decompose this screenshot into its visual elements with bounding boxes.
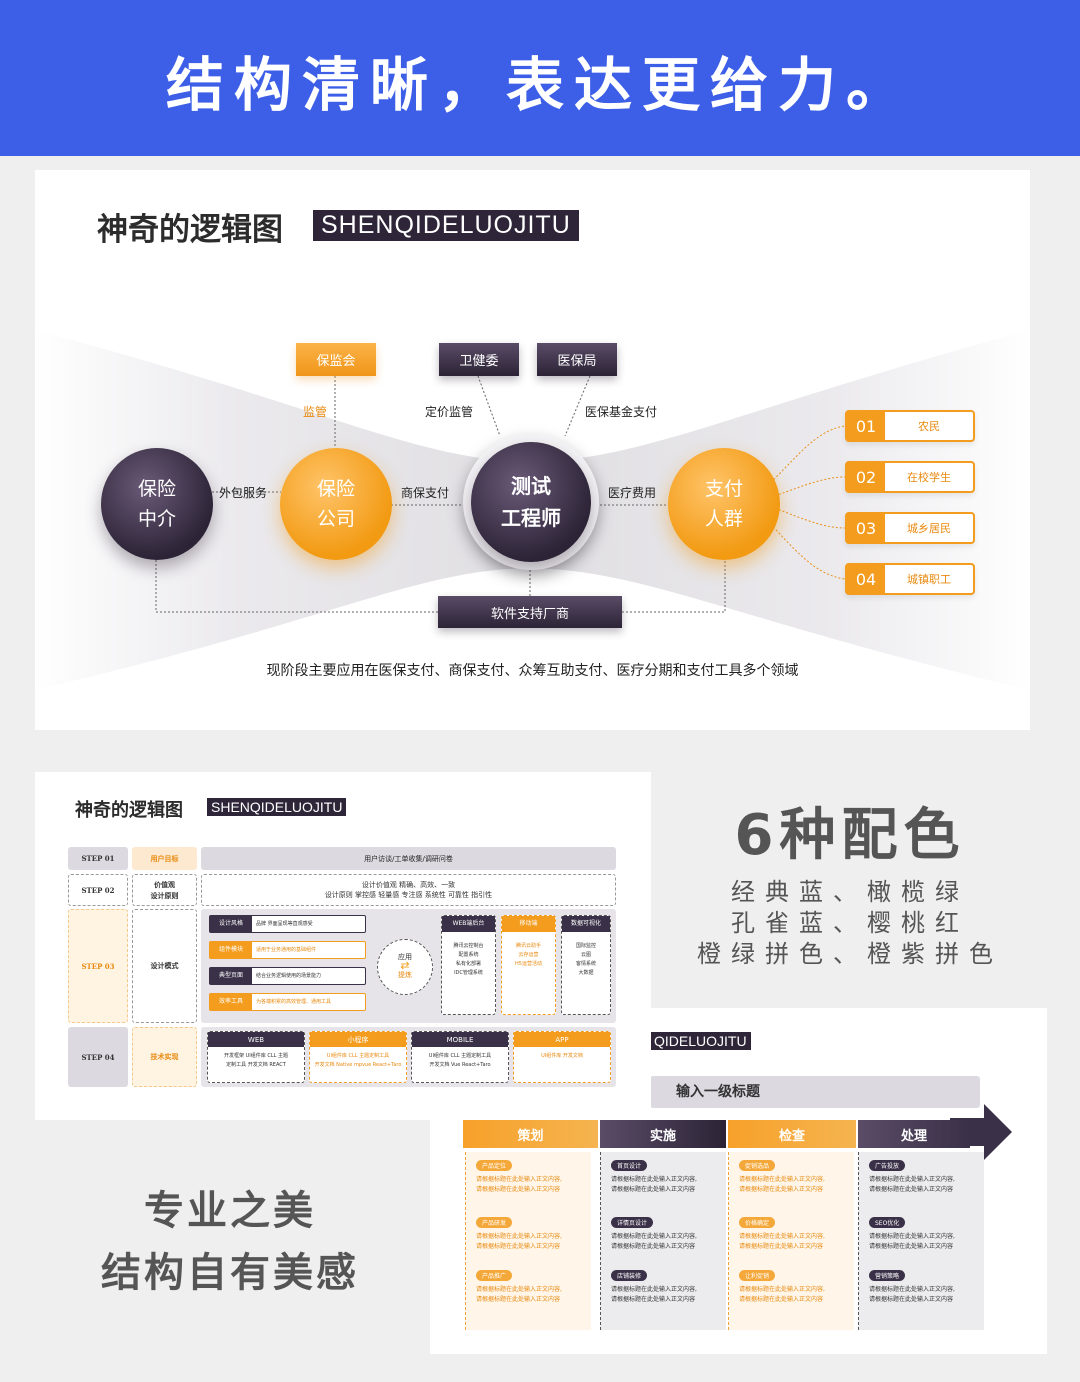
col-dataviz: 数据可视化 国际监控云图客情系统大数据 xyxy=(561,915,611,1015)
pattern-component: 组件模块适用于业务通用的基础组件 xyxy=(209,941,366,959)
phase-do: 实施 xyxy=(600,1120,726,1148)
edge-label-commercial: 商保支付 xyxy=(401,486,450,500)
health-commission-box: 卫健委 xyxy=(439,343,519,376)
tagline-line-1: 专业之美 xyxy=(144,1188,316,1234)
payer-circle: 支付人群 xyxy=(668,448,780,560)
intermediary-circle: 保险中介 xyxy=(101,448,213,560)
edge-label-fund: 医保基金支付 xyxy=(585,405,658,419)
step03-tag: STEP 03 xyxy=(68,909,128,1023)
phase-act-column: 广告投放 请根据标题在此处输入正文内容,请根据标题在此处输入正文内容 SEO优化… xyxy=(858,1152,984,1330)
edge-label-outsource: 外包服务 xyxy=(219,486,268,500)
logic-diagram-slide: 神奇的逻辑图 SHENQIDELUOJITU 保监会 卫健委 医保局 监管 定价… xyxy=(35,170,1030,730)
phase-plan-column: 产品定位 请根据标题在此处输入正文内容,请根据标题在此处输入正文内容 产品研发 … xyxy=(465,1152,591,1330)
platform-app: APP UI组件库 开发文档 xyxy=(513,1031,611,1083)
step04-label: 技术实现 xyxy=(132,1027,197,1087)
top-banner xyxy=(0,0,1080,156)
edge-label-medical-fee: 医疗费用 xyxy=(608,486,657,500)
level1-heading: 输入一级标题 xyxy=(650,1076,980,1108)
tagline-line-2: 结构自有美感 xyxy=(101,1250,359,1296)
insurer-circle: 保险公司 xyxy=(280,448,392,560)
step01-label: 用户目标 xyxy=(132,847,197,870)
platform-web: WEB 开发框架 UI组件库 CLL 主题定制工具 开发文档 REACT xyxy=(207,1031,305,1083)
color-line-2: 孔雀蓝、樱桃红 xyxy=(731,909,969,937)
phase-check-column: 促销选品 请根据标题在此处输入正文内容,请根据标题在此处输入正文内容 价格确定 … xyxy=(728,1152,854,1330)
software-vendor-box: 软件支持厂商 xyxy=(438,596,622,628)
edge-label-supervise: 监管 xyxy=(303,405,328,419)
step01-content: 用户访谈/工单收集/调研问卷 xyxy=(201,847,616,870)
color-line-3: 橙绿拼色、橙紫拼色 xyxy=(697,940,1003,968)
phase-plan: 策划 xyxy=(463,1120,598,1148)
edge-label-pricing: 定价监管 xyxy=(425,405,474,419)
apply-refine-circle: 应用 ⇄ 提炼 xyxy=(377,939,433,995)
tagline: 专业之美 结构自有美感 xyxy=(60,1180,400,1304)
platform-miniprogram: 小程序 UI组件库 CLL 主题定制工具开发文档 Native mpvue Re… xyxy=(309,1031,407,1083)
slide2-title: 神奇的逻辑图 xyxy=(75,800,183,821)
step04-content: WEB 开发框架 UI组件库 CLL 主题定制工具 开发文档 REACT 小程序… xyxy=(201,1027,616,1087)
medical-bureau-box: 医保局 xyxy=(537,343,617,376)
step03-content: 设计风格品牌 界面呈现等直观感受 组件模块适用于业务通用的基础组件 典型页面结合… xyxy=(201,909,616,1023)
phase-check: 检查 xyxy=(728,1120,856,1148)
slide-title-en: SHENQIDELUOJITU xyxy=(313,210,579,241)
center-circle: 测试工程师 xyxy=(471,442,591,562)
step02-content: 设计价值观 精确、高效、一致 设计原则 掌控感 轻量感 专注感 系统性 可靠性 … xyxy=(201,874,616,906)
diagram-caption: 现阶段主要应用在医保支付、商保支付、众筹互助支付、医疗分期和支付工具多个领域 xyxy=(266,663,799,679)
color-scheme-info: 6种配色 经典蓝、橄榄绿 孔雀蓝、樱桃红 橙绿拼色、橙紫拼色 xyxy=(660,790,1040,970)
banner-title: 结构清晰，表达更给力。 xyxy=(165,51,914,119)
pattern-tool: 效率工具为各端积累的高效管理、通用工具 xyxy=(209,993,366,1011)
step03-label: 设计模式 xyxy=(132,909,197,1023)
slide2-title-en: SHENQIDELUOJITU xyxy=(207,798,347,816)
step01-tag: STEP 01 xyxy=(68,847,128,870)
pattern-style: 设计风格品牌 界面呈现等直观感受 xyxy=(209,915,366,933)
slide-title: 神奇的逻辑图 xyxy=(97,212,283,248)
step02-tag: STEP 02 xyxy=(68,874,128,906)
phase-do-column: 首页设计 请根据标题在此处输入正文内容,请根据标题在此处输入正文内容 详情页设计… xyxy=(600,1152,726,1330)
pattern-page: 典型页面结合业务逻辑使用的场景能力 xyxy=(209,967,366,985)
platform-mobile: MOBILE UI组件库 CLL 主题定制工具开发文档 Vue React+Ta… xyxy=(411,1031,509,1083)
phase-act: 处理 xyxy=(858,1120,970,1148)
color-count-heading: 6种配色 xyxy=(734,803,966,868)
step02-label: 价值观 设计原则 xyxy=(132,874,197,906)
step04-tag: STEP 04 xyxy=(68,1027,128,1087)
slide3-title-en: QIDELUOJITU xyxy=(650,1032,751,1050)
regulator-box: 保监会 xyxy=(296,343,376,376)
color-line-1: 经典蓝、橄榄绿 xyxy=(731,878,969,906)
design-system-slide: 神奇的逻辑图 SHENQIDELUOJITU STEP 01 用户目标 用户访谈… xyxy=(35,772,651,1120)
